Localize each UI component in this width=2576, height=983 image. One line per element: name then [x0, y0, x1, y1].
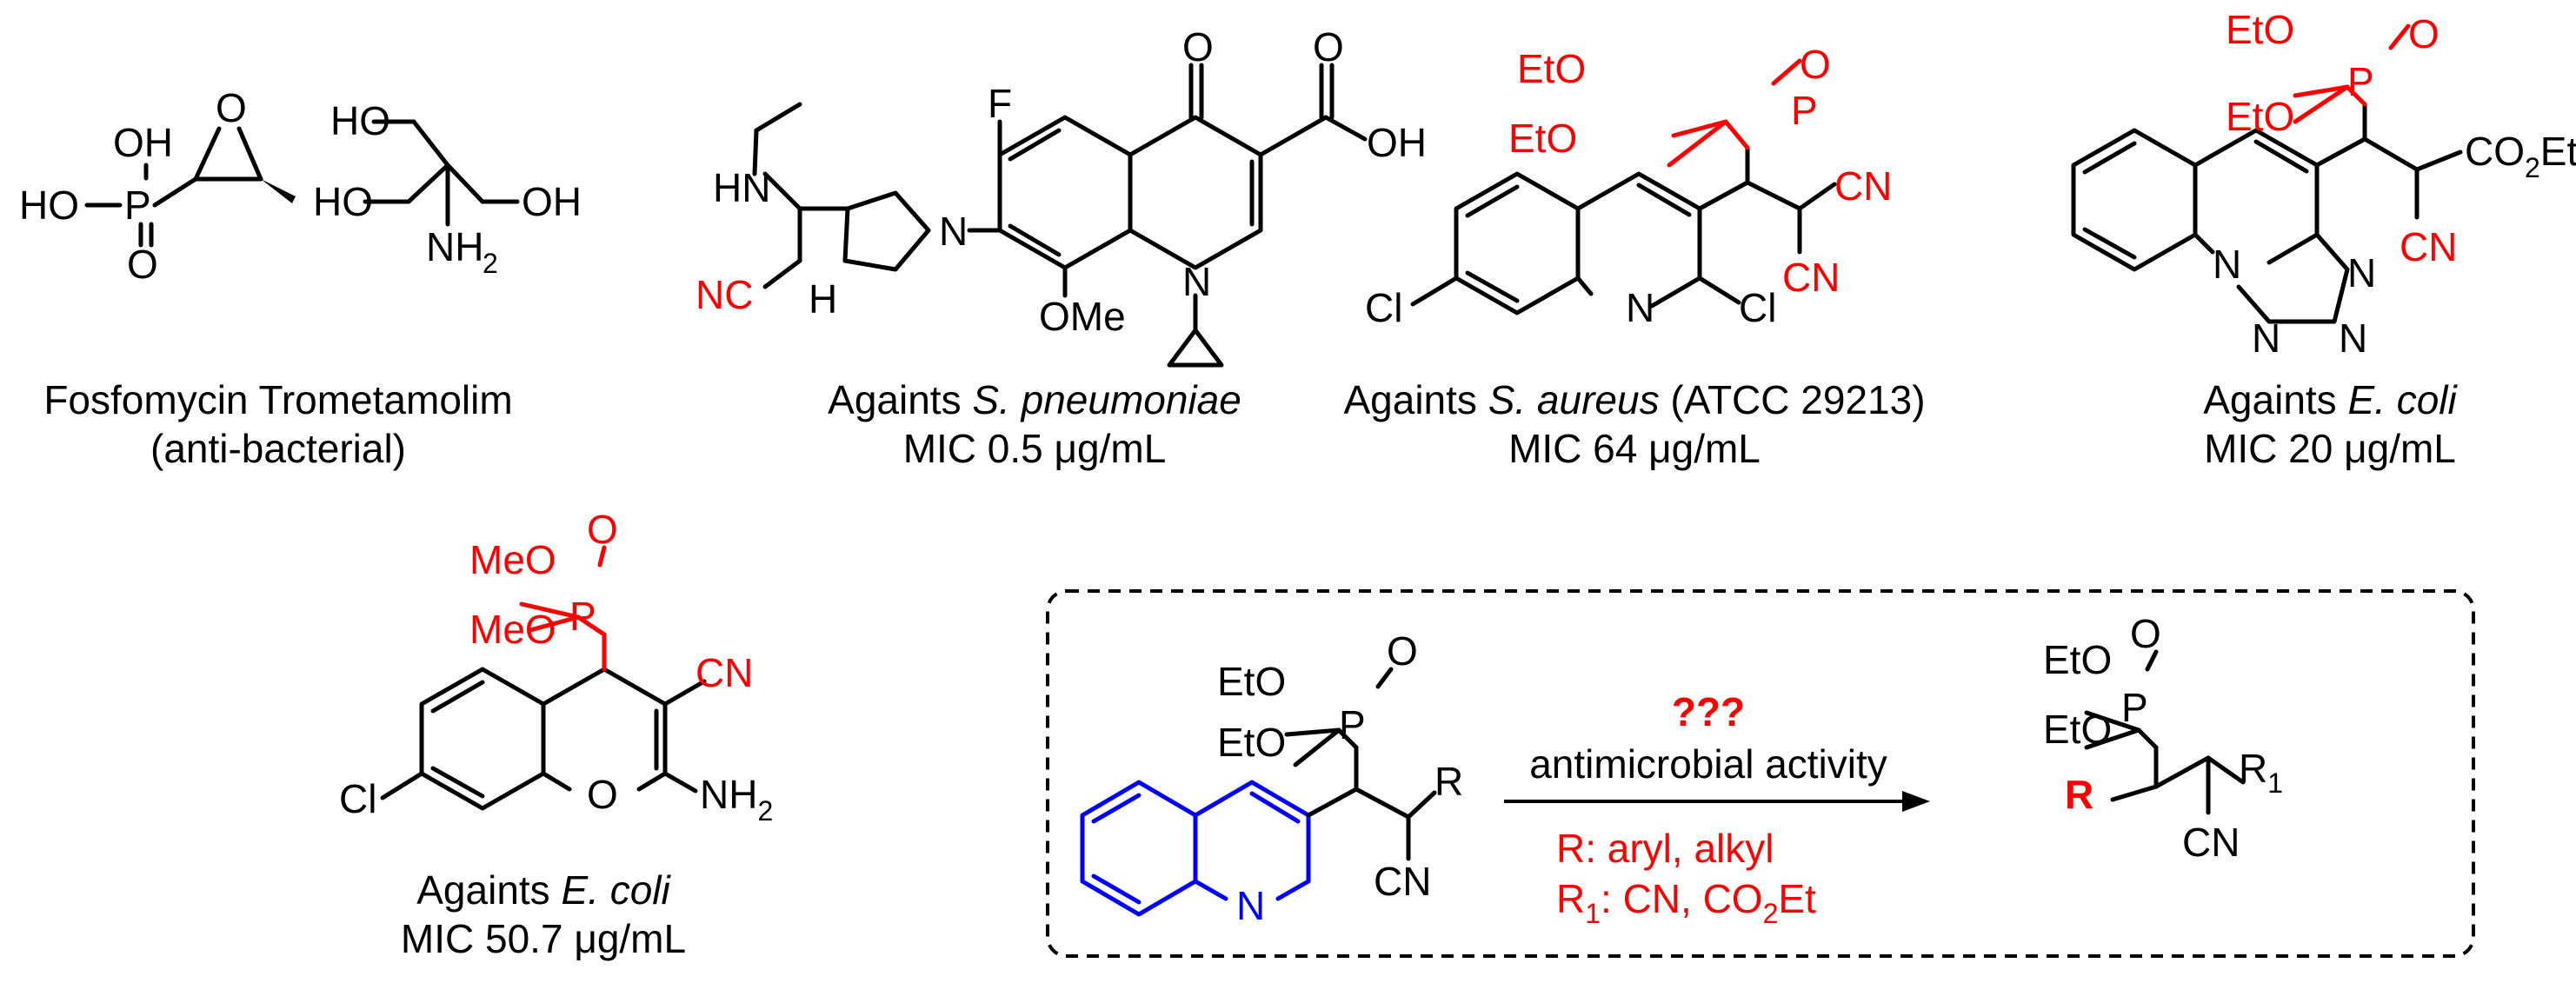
atom-label: HN [713, 165, 770, 210]
compound-fosfomycin: OH O HO P O HO HO OH NH 2 Fosfomycin Tro… [19, 85, 582, 471]
r1-definition: R1: CN, CO2Et [1556, 876, 1816, 929]
caption-saureus-line2: MIC 64 μg/mL [1508, 426, 1761, 471]
atom-label: NH2 [700, 772, 773, 827]
atom-label: O [2130, 611, 2161, 656]
atom-label: EtO [1217, 720, 1286, 765]
atom-label: O [2408, 11, 2440, 56]
atom-subscript: 2 [483, 248, 498, 279]
atom-label: N [2213, 242, 2241, 287]
product: EtO O P EtO R R1 CN [2043, 611, 2283, 865]
atom-label: CN [696, 650, 753, 695]
caption-ecoli2-line2: MIC 50.7 μg/mL [401, 916, 686, 961]
compound-quinoline-dicyano: EtO O P EtO CN CN Cl N Cl Againts S. aur… [1343, 42, 1925, 471]
atom-label: EtO [2226, 7, 2294, 52]
arrow-head [1902, 791, 1930, 812]
atom-label: HO [313, 179, 373, 224]
atom-label: EtO [1508, 116, 1577, 161]
atom-label: O [587, 772, 618, 817]
atom-label: O [1182, 24, 1214, 70]
atom-label: Cl [1365, 285, 1402, 330]
atom-label: CN [1374, 859, 1431, 904]
atom-label: P [1339, 702, 1366, 747]
atom-label: CO2Et [2465, 129, 2576, 183]
caption-fosfomycin-line1: Fosfomycin Trometamolim [43, 377, 512, 422]
atom-label: N [2347, 250, 2376, 296]
atom-label: P [569, 594, 596, 639]
atom-label: O [1800, 42, 1831, 87]
caption-saureus-line1: Againts S. aureus (ATCC 29213) [1343, 377, 1925, 422]
atom-label: H [809, 276, 837, 322]
atom-label: O [216, 85, 247, 130]
atom-label: O [127, 242, 158, 287]
atom-label: Cl [339, 776, 376, 821]
atom-label: NH [426, 224, 483, 269]
atom-label: MeO [469, 537, 556, 582]
compound-chromene: MeO O P MeO CN Cl O NH2 Againts E. coli … [339, 507, 773, 961]
atom-label: N [939, 209, 968, 254]
atom-label: N [2252, 315, 2280, 361]
atom-label: P [2121, 685, 2148, 730]
atom-label: F [988, 81, 1012, 126]
atom-label: N [1626, 285, 1654, 330]
atom-label: CN [1782, 255, 1840, 300]
dashed-frame [1046, 589, 2475, 958]
atom-label: O [1387, 628, 1418, 674]
compound-fluoroquinolone: F O O OH HN N N NC H OMe Againts S. pneu… [696, 24, 1427, 471]
caption-spneumoniae-line1: Againts S. pneumoniae [828, 377, 1241, 422]
atom-label: O [1313, 24, 1344, 70]
atom-label: OH [522, 179, 582, 224]
atom-label: EtO [2043, 707, 2112, 752]
atom-label: HO [19, 183, 79, 228]
atom-label: P [2347, 59, 2374, 104]
atom-label: EtO [1517, 46, 1586, 91]
compound-tetrazoloquinoline: EtO O P EtO CO2Et CN N N N N Againts E. … [2071, 7, 2576, 471]
caption-fosfomycin-line2: (anti-bacterial) [150, 426, 406, 471]
caption-ecoli-line1: Againts E. coli [2203, 377, 2458, 422]
atom-label: N [2339, 315, 2367, 361]
arrow-label: antimicrobial activity [1529, 741, 1887, 787]
atom-label: OH [1367, 120, 1427, 165]
atom-label: P [1791, 88, 1818, 133]
atom-label-quinoline-n: N [1236, 883, 1265, 928]
atom-label: CN [1834, 163, 1892, 209]
atom-label-nitrile: NC [696, 272, 753, 317]
reaction-box: EtO O P EtO R N CN ??? antimicrobial act… [1046, 589, 2475, 958]
reactant: EtO O P EtO R N CN [1080, 628, 1463, 928]
atom-label: R [1434, 759, 1463, 804]
atom-label: N [1182, 259, 1211, 304]
atom-label-r: R [2065, 772, 2093, 817]
r-definition: R: aryl, alkyl [1556, 826, 1774, 871]
atom-label: HO [330, 98, 390, 143]
atom-label: CN [2400, 224, 2457, 269]
atom-label: MeO [469, 607, 556, 652]
caption-spneumoniae-line2: MIC 0.5 μg/mL [903, 426, 1167, 471]
atom-label: OH [113, 120, 173, 165]
atom-label: Cl [1739, 285, 1776, 330]
caption-ecoli-line2: MIC 20 μg/mL [2204, 426, 2456, 471]
atom-label-r1: R1 [2239, 746, 2283, 799]
atom-label: EtO [2226, 94, 2294, 139]
atom-label: EtO [2043, 637, 2112, 682]
atom-label: O [587, 507, 618, 552]
atom-label: OMe [1039, 294, 1126, 339]
atom-label: EtO [1217, 659, 1286, 704]
atom-label: CN [2182, 820, 2240, 865]
atom-label: P [124, 183, 151, 228]
reaction-unknown-conditions: ??? [1672, 689, 1745, 734]
caption-ecoli2-line1: Againts E. coli [416, 867, 671, 913]
